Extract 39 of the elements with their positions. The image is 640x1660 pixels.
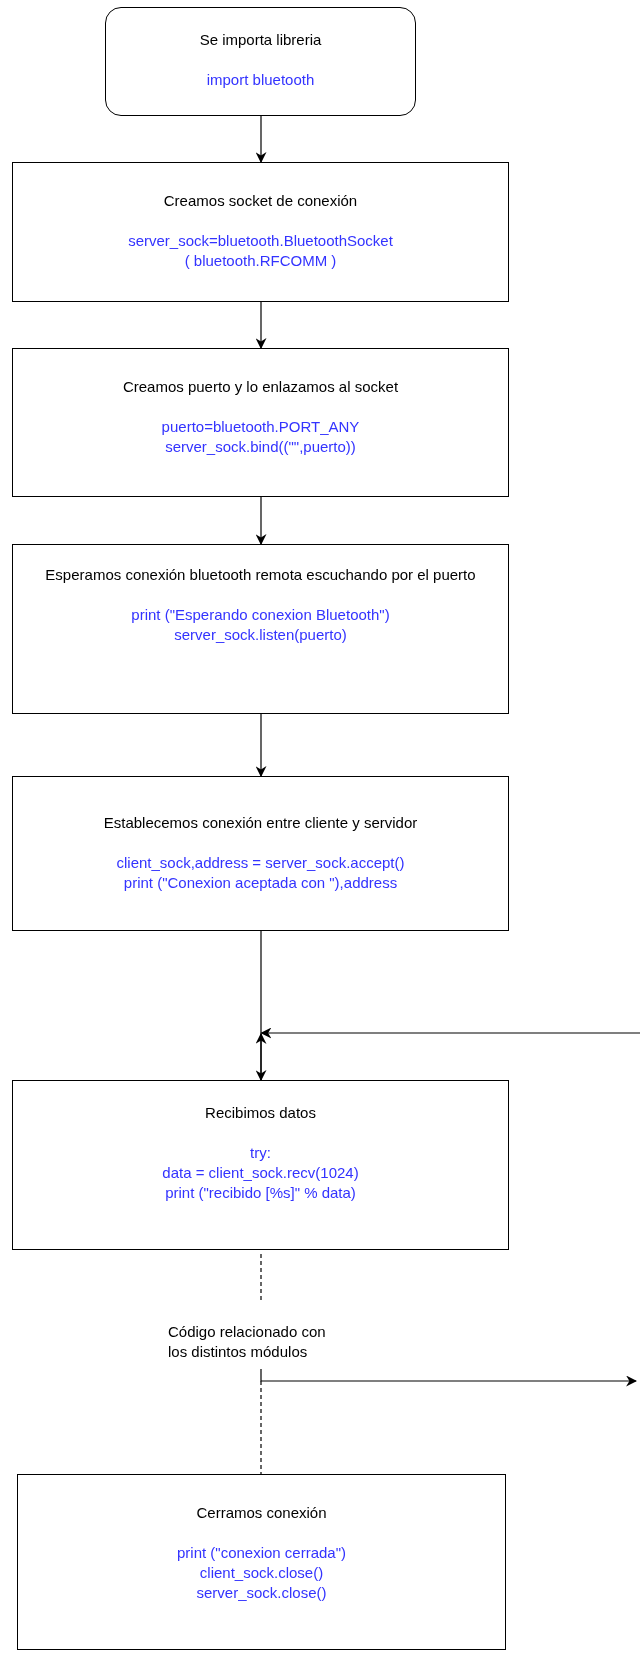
dashed-connector [260,1253,262,1301]
arrow [260,1027,640,1039]
process-box [12,776,509,931]
arrow [260,1368,638,1387]
process-box [12,348,509,497]
code-line: print ("Conexion aceptada con "),address [122,873,399,893]
process-box [17,1474,506,1650]
process-box [12,1080,509,1250]
arrow [255,115,267,164]
code-line: print ("recibido [%s]" % data) [164,1183,357,1203]
code-line: client_sock.close() [198,1563,325,1583]
arrow [255,1032,267,1081]
code-line: client_sock,address = server_sock.accept() [115,853,406,873]
arrow [255,301,267,350]
dashed-connector [260,1380,262,1475]
step-title: Se importa libreria [198,30,323,50]
step-title: Recibimos datos [204,1103,317,1123]
code-line: server_sock=bluetooth.BluetoothSocket [127,231,394,251]
process-box [12,544,509,714]
code-line: print ("conexion cerrada") [175,1543,348,1563]
code-line: print ("Esperando conexion Bluetooth") [130,605,391,625]
step-title: Esperamos conexión bluetooth remota escuchando por el puerto [44,565,477,585]
step-title: Creamos socket de conexión [162,191,359,211]
process-box [12,162,509,302]
step-title: Establecemos conexión entre cliente y servidor [102,813,419,833]
code-line: import bluetooth [205,70,316,90]
code-line: server_sock.bind(("",puerto)) [164,437,357,457]
code-line: try: [249,1143,272,1163]
annotation-text: Código relacionado con los distintos módulos [168,1322,327,1362]
code-line: server_sock.close() [195,1583,328,1603]
code-line: puerto=bluetooth.PORT_ANY [160,417,361,437]
arrow [255,713,267,778]
step-title: Creamos puerto y lo enlazamos al socket [121,377,400,397]
start-box [105,7,416,116]
arrow [255,496,267,546]
code-line: ( bluetooth.RFCOMM ) [183,251,338,271]
code-line: server_sock.listen(puerto) [173,625,348,645]
step-title: Cerramos conexión [195,1503,328,1523]
code-line: data = client_sock.recv(1024) [161,1163,360,1183]
